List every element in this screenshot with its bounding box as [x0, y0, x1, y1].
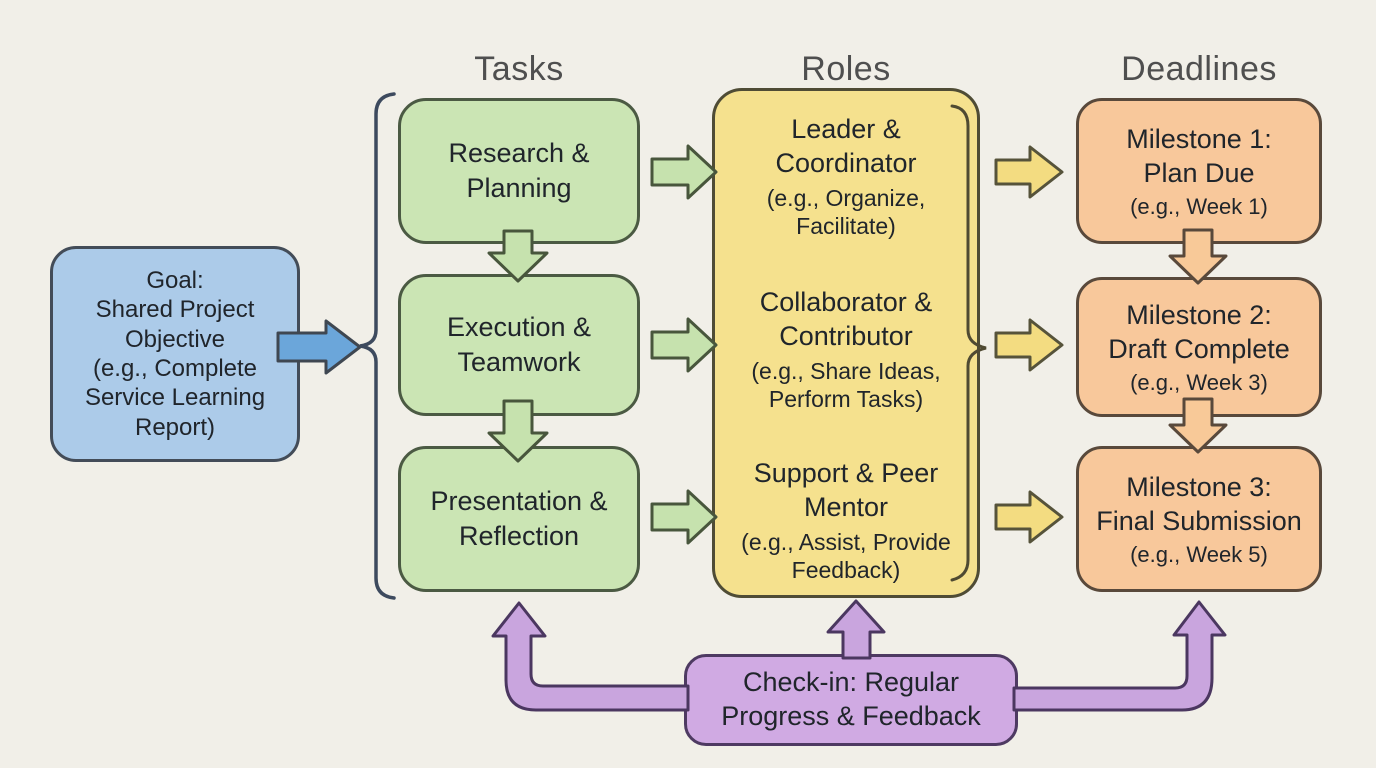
task-label: Execution & Teamwork — [446, 311, 592, 377]
task-label: Research & Planning — [448, 137, 590, 203]
deadlines-column-header: Deadlines — [1121, 50, 1277, 88]
task-box-research-planning: Research & Planning — [398, 98, 640, 244]
role-section-collaborator-contributor: Collaborator & Contributor (e.g., Share … — [724, 285, 968, 414]
milestone-subtitle: Draft Complete — [1108, 334, 1290, 365]
arrow-checkin-to-milestones-icon — [1012, 600, 1227, 712]
role-example: (e.g., Share Ideas, Perform Tasks) — [751, 357, 941, 413]
checkin-label: Check-in: Regular Progress & Feedback — [721, 667, 981, 731]
arrow-task2-to-roles-icon — [650, 317, 718, 373]
task-box-execution-teamwork: Execution & Teamwork — [398, 274, 640, 416]
milestone-box-3: Milestone 3: Final Submission (e.g., Wee… — [1076, 446, 1322, 592]
arrow-roles-to-milestone1-icon — [994, 145, 1064, 199]
role-example: (e.g., Organize, Facilitate) — [766, 184, 926, 240]
milestone-subtitle: Final Submission — [1096, 506, 1302, 537]
task-label: Presentation & Reflection — [430, 485, 608, 551]
arrow-task1-to-roles-icon — [650, 144, 718, 200]
role-title: Collaborator & Contributor — [759, 287, 933, 352]
arrow-roles-to-milestone2-icon — [994, 318, 1064, 372]
milestone-box-1: Milestone 1: Plan Due (e.g., Week 1) — [1076, 98, 1322, 244]
arrow-checkin-to-roles-icon — [826, 599, 886, 660]
role-section-support-peer-mentor: Support & Peer Mentor (e.g., Assist, Pro… — [724, 456, 968, 585]
milestone-title: Milestone 2: — [1126, 299, 1272, 330]
arrow-roles-to-milestone3-icon — [994, 490, 1064, 544]
milestone-example: (e.g., Week 3) — [1130, 369, 1268, 395]
goal-box: Goal: Shared Project Objective (e.g., Co… — [50, 246, 300, 462]
goal-objective: Shared Project Objective — [95, 296, 255, 353]
tasks-column-header: Tasks — [474, 50, 564, 88]
role-title: Support & Peer Mentor — [753, 458, 939, 523]
goal-title: Goal: — [146, 267, 204, 295]
role-example: (e.g., Assist, Provide Feedback) — [741, 528, 951, 584]
tasks-brace-icon — [359, 92, 396, 600]
roles-box — [712, 88, 980, 598]
role-title: Leader & Coordinator — [775, 114, 917, 179]
goal-example: (e.g., Complete Service Learning Report) — [84, 355, 266, 441]
milestone-title: Milestone 1: — [1126, 123, 1272, 154]
role-section-leader-coordinator: Leader & Coordinator (e.g., Organize, Fa… — [724, 112, 968, 241]
arrow-task3-to-roles-icon — [650, 489, 718, 545]
roles-column-header: Roles — [801, 50, 891, 88]
milestone-subtitle: Plan Due — [1143, 158, 1255, 189]
checkin-box: Check-in: Regular Progress & Feedback — [684, 654, 1018, 746]
milestone-box-2: Milestone 2: Draft Complete (e.g., Week … — [1076, 277, 1322, 417]
arrow-checkin-to-tasks-icon — [491, 601, 690, 712]
milestone-example: (e.g., Week 1) — [1130, 193, 1268, 219]
milestone-example: (e.g., Week 5) — [1130, 541, 1268, 567]
milestone-title: Milestone 3: — [1126, 471, 1272, 502]
task-box-presentation-reflection: Presentation & Reflection — [398, 446, 640, 592]
